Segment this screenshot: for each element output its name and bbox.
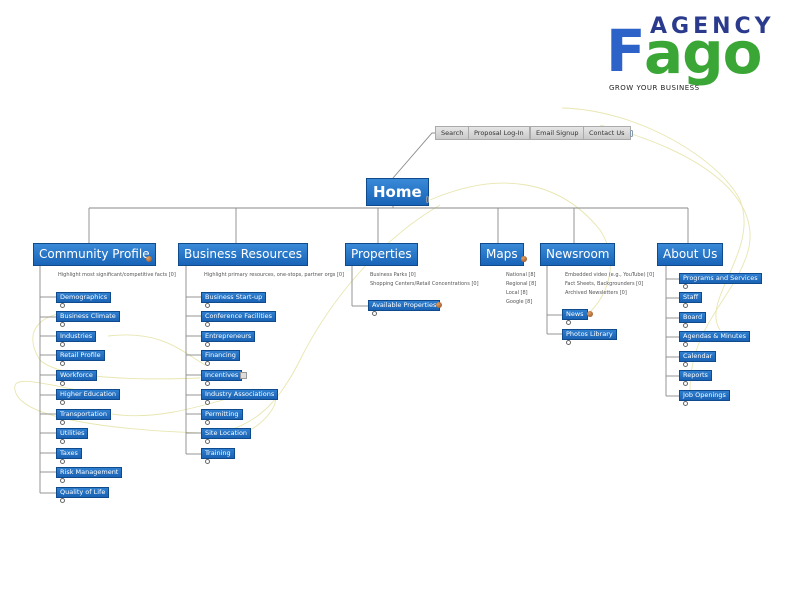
section-note: Google [8] [506, 299, 533, 305]
cp-item-retail-profile[interactable]: Retail Profile [56, 350, 105, 361]
cp-item-transportation[interactable]: Transportation [56, 409, 111, 420]
expand-icon[interactable] [205, 439, 210, 444]
expand-icon[interactable] [683, 284, 688, 289]
logo-letters-ago: ago [644, 19, 763, 87]
search-button[interactable]: Search [435, 126, 470, 140]
cp-item-business-climate[interactable]: Business Climate [56, 311, 120, 322]
section-note: Archived Newsletters [0] [565, 290, 627, 296]
about-item-agendas-minutes[interactable]: Agendas & Minutes [679, 331, 750, 342]
expand-icon[interactable] [205, 400, 210, 405]
br-item-entrepreneurs[interactable]: Entrepreneurs [201, 331, 256, 342]
cp-item-demographics[interactable]: Demographics [56, 292, 112, 303]
about-item-board[interactable]: Board [679, 312, 707, 323]
cp-item-utilities[interactable]: Utilities [56, 428, 89, 439]
cp-item-workforce[interactable]: Workforce [56, 370, 97, 381]
br-item-incentives[interactable]: Incentives [201, 370, 243, 381]
brand-tagline: GROW YOUR BUSINESS [609, 84, 700, 92]
prop-item-available-properties[interactable]: Available Properties [368, 300, 441, 311]
expand-icon[interactable] [60, 478, 65, 483]
expand-icon[interactable] [60, 361, 65, 366]
section-business-resources[interactable]: Business Resources [178, 243, 309, 266]
expand-icon[interactable] [60, 459, 65, 464]
expand-icon[interactable] [60, 400, 65, 405]
expand-icon[interactable] [683, 323, 688, 328]
br-item-industry-associations[interactable]: Industry Associations [201, 389, 279, 400]
flag-icon [146, 256, 152, 262]
br-item-permitting[interactable]: Permitting [201, 409, 243, 420]
br-item-site-location[interactable]: Site Location [201, 428, 252, 439]
about-item-programs-and-services[interactable]: Programs and Services [679, 273, 762, 284]
section-note: Embedded video (e.g., YouTube) [0] [565, 272, 655, 278]
expand-icon[interactable] [205, 459, 210, 464]
br-item-training[interactable]: Training [201, 448, 235, 459]
section-maps[interactable]: Maps [480, 243, 524, 266]
attachment-icon [630, 130, 633, 137]
section-note: Highlight primary resources, one-stops, … [204, 272, 345, 278]
section-newsroom[interactable]: Newsroom [540, 243, 616, 266]
flag-icon [521, 256, 527, 262]
expand-icon[interactable] [683, 381, 688, 386]
cp-item-industries[interactable]: Industries [56, 331, 97, 342]
news-item-news[interactable]: News [562, 309, 588, 320]
expand-icon[interactable] [205, 381, 210, 386]
about-item-reports[interactable]: Reports [679, 370, 712, 381]
br-item-business-start-up[interactable]: Business Start-up [201, 292, 267, 303]
brand-word: AGENCY [650, 14, 775, 39]
cp-item-quality-of-life[interactable]: Quality of Life [56, 487, 110, 498]
expand-icon[interactable] [372, 311, 377, 316]
section-about-us[interactable]: About Us [657, 243, 724, 266]
about-item-staff[interactable]: Staff [679, 292, 703, 303]
expand-icon[interactable] [60, 303, 65, 308]
expand-icon[interactable] [60, 381, 65, 386]
expand-icon[interactable] [683, 303, 688, 308]
proposal-login-button[interactable]: Proposal Log-In [468, 126, 530, 140]
contact-us-button[interactable]: Contact Us [583, 126, 631, 140]
email-signup-button[interactable]: Email Signup [530, 126, 585, 140]
cp-item-taxes[interactable]: Taxes [56, 448, 82, 459]
expand-icon[interactable] [60, 322, 65, 327]
section-note: Local [8] [506, 290, 528, 296]
expand-icon[interactable] [60, 498, 65, 503]
section-properties[interactable]: Properties [345, 243, 418, 266]
expand-icon[interactable] [60, 342, 65, 347]
about-item-job-openings[interactable]: Job Openings [679, 390, 730, 401]
news-item-photos-library[interactable]: Photos Library [562, 329, 617, 340]
expand-icon[interactable] [60, 439, 65, 444]
section-note: Business Parks [0] [370, 272, 416, 278]
cp-item-risk-management[interactable]: Risk Management [56, 467, 123, 478]
section-community-profile[interactable]: Community Profile [33, 243, 156, 266]
expand-icon[interactable] [683, 362, 688, 367]
about-item-calendar[interactable]: Calendar [679, 351, 717, 362]
expand-icon[interactable] [60, 420, 65, 425]
attachment-icon [426, 196, 429, 203]
note-icon [240, 372, 247, 379]
expand-icon[interactable] [205, 361, 210, 366]
expand-icon[interactable] [205, 420, 210, 425]
section-note: Shopping Centers/Retail Concentrations [… [370, 281, 479, 287]
section-note: National [8] [506, 272, 536, 278]
expand-icon[interactable] [566, 320, 571, 325]
br-item-financing[interactable]: Financing [201, 350, 240, 361]
expand-icon[interactable] [566, 340, 571, 345]
cp-item-higher-education[interactable]: Higher Education [56, 389, 121, 400]
expand-icon[interactable] [205, 322, 210, 327]
expand-icon[interactable] [683, 401, 688, 406]
expand-icon[interactable] [205, 342, 210, 347]
flag-icon [436, 302, 442, 308]
expand-icon[interactable] [205, 303, 210, 308]
section-note: Highlight most significant/competitive f… [58, 272, 176, 278]
flag-icon [587, 311, 593, 317]
br-item-conference-facilities[interactable]: Conference Facilities [201, 311, 277, 322]
logo-letter-f: F [606, 17, 646, 85]
section-note: Regional [8] [506, 281, 537, 287]
home-node[interactable]: Home [366, 178, 429, 206]
section-note: Fact Sheets, Backgrounders [0] [565, 281, 644, 287]
expand-icon[interactable] [683, 342, 688, 347]
